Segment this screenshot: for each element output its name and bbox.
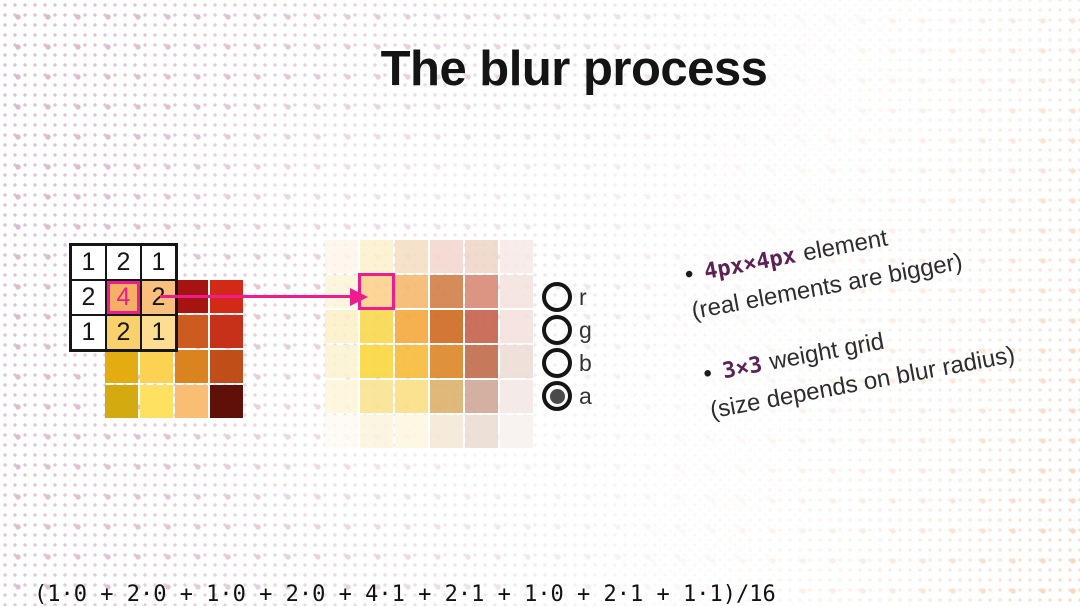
source-cell — [175, 385, 208, 418]
result-cell — [395, 310, 428, 343]
result-cell — [395, 275, 428, 308]
weight-cell: 1 — [141, 245, 176, 280]
result-cell — [325, 310, 358, 343]
radio-a[interactable] — [542, 381, 572, 411]
weight-cell-highlighted: 4 — [106, 280, 141, 315]
channel-row-r: r — [542, 282, 592, 312]
source-cell — [210, 315, 243, 348]
weight-cell: 1 — [71, 315, 106, 350]
channel-label-b: b — [579, 349, 592, 376]
weight-cell: 1 — [71, 245, 106, 280]
result-cell — [500, 380, 533, 413]
result-cell — [465, 275, 498, 308]
blur-arrow-head-icon — [350, 288, 368, 306]
result-cell — [465, 345, 498, 378]
channel-row-g: g — [542, 315, 592, 345]
result-cell — [325, 345, 358, 378]
result-cell — [430, 275, 463, 308]
radio-selected-dot — [549, 388, 565, 404]
channel-label-a: a — [579, 382, 592, 409]
result-cell — [430, 380, 463, 413]
source-cell — [105, 385, 138, 418]
channel-label-g: g — [579, 316, 592, 343]
source-cell — [175, 315, 208, 348]
result-cell — [465, 380, 498, 413]
blurred-result-grid — [325, 240, 533, 448]
formula-line-1: (1·0 + 2·0 + 1·0 + 2·0 + 4·1 + 2·1 + 1·0… — [34, 582, 776, 606]
result-cell — [360, 310, 393, 343]
channel-row-a: a — [542, 381, 592, 411]
result-cell — [360, 380, 393, 413]
result-cell — [325, 240, 358, 273]
channel-row-b: b — [542, 348, 592, 378]
page-title: The blur process — [380, 41, 768, 96]
result-cell — [325, 415, 358, 448]
result-cell — [500, 240, 533, 273]
result-cell — [430, 345, 463, 378]
radio-r[interactable] — [542, 282, 572, 312]
source-cell — [105, 350, 138, 383]
result-cell — [430, 240, 463, 273]
result-cell — [465, 240, 498, 273]
source-cell — [210, 385, 243, 418]
weight-cell: 1 — [141, 315, 176, 350]
result-cell — [500, 415, 533, 448]
result-cell — [465, 415, 498, 448]
source-cell — [175, 350, 208, 383]
weight-cell: 2 — [106, 315, 141, 350]
blur-formula: (1·0 + 2·0 + 1·0 + 2·0 + 4·1 + 2·1 + 1·0… — [34, 502, 776, 606]
result-cell — [430, 415, 463, 448]
result-cell — [395, 415, 428, 448]
weight-cell: 2 — [106, 245, 141, 280]
result-cell — [500, 275, 533, 308]
result-cell — [395, 380, 428, 413]
result-cell — [500, 345, 533, 378]
channel-label-r: r — [579, 283, 587, 310]
result-cell — [325, 380, 358, 413]
source-cell — [140, 350, 173, 383]
result-cell — [500, 310, 533, 343]
result-cell — [395, 240, 428, 273]
source-cell — [140, 385, 173, 418]
result-cell — [395, 345, 428, 378]
radio-g[interactable] — [542, 315, 572, 345]
result-cell — [430, 310, 463, 343]
result-cell — [465, 310, 498, 343]
radio-b[interactable] — [542, 348, 572, 378]
result-cell — [360, 240, 393, 273]
result-cell — [360, 415, 393, 448]
source-cell — [210, 350, 243, 383]
weight-cell: 2 — [71, 280, 106, 315]
result-cell — [360, 345, 393, 378]
blur-arrow-line — [160, 295, 352, 298]
code-weight-grid-size: 3×3 — [720, 352, 765, 385]
